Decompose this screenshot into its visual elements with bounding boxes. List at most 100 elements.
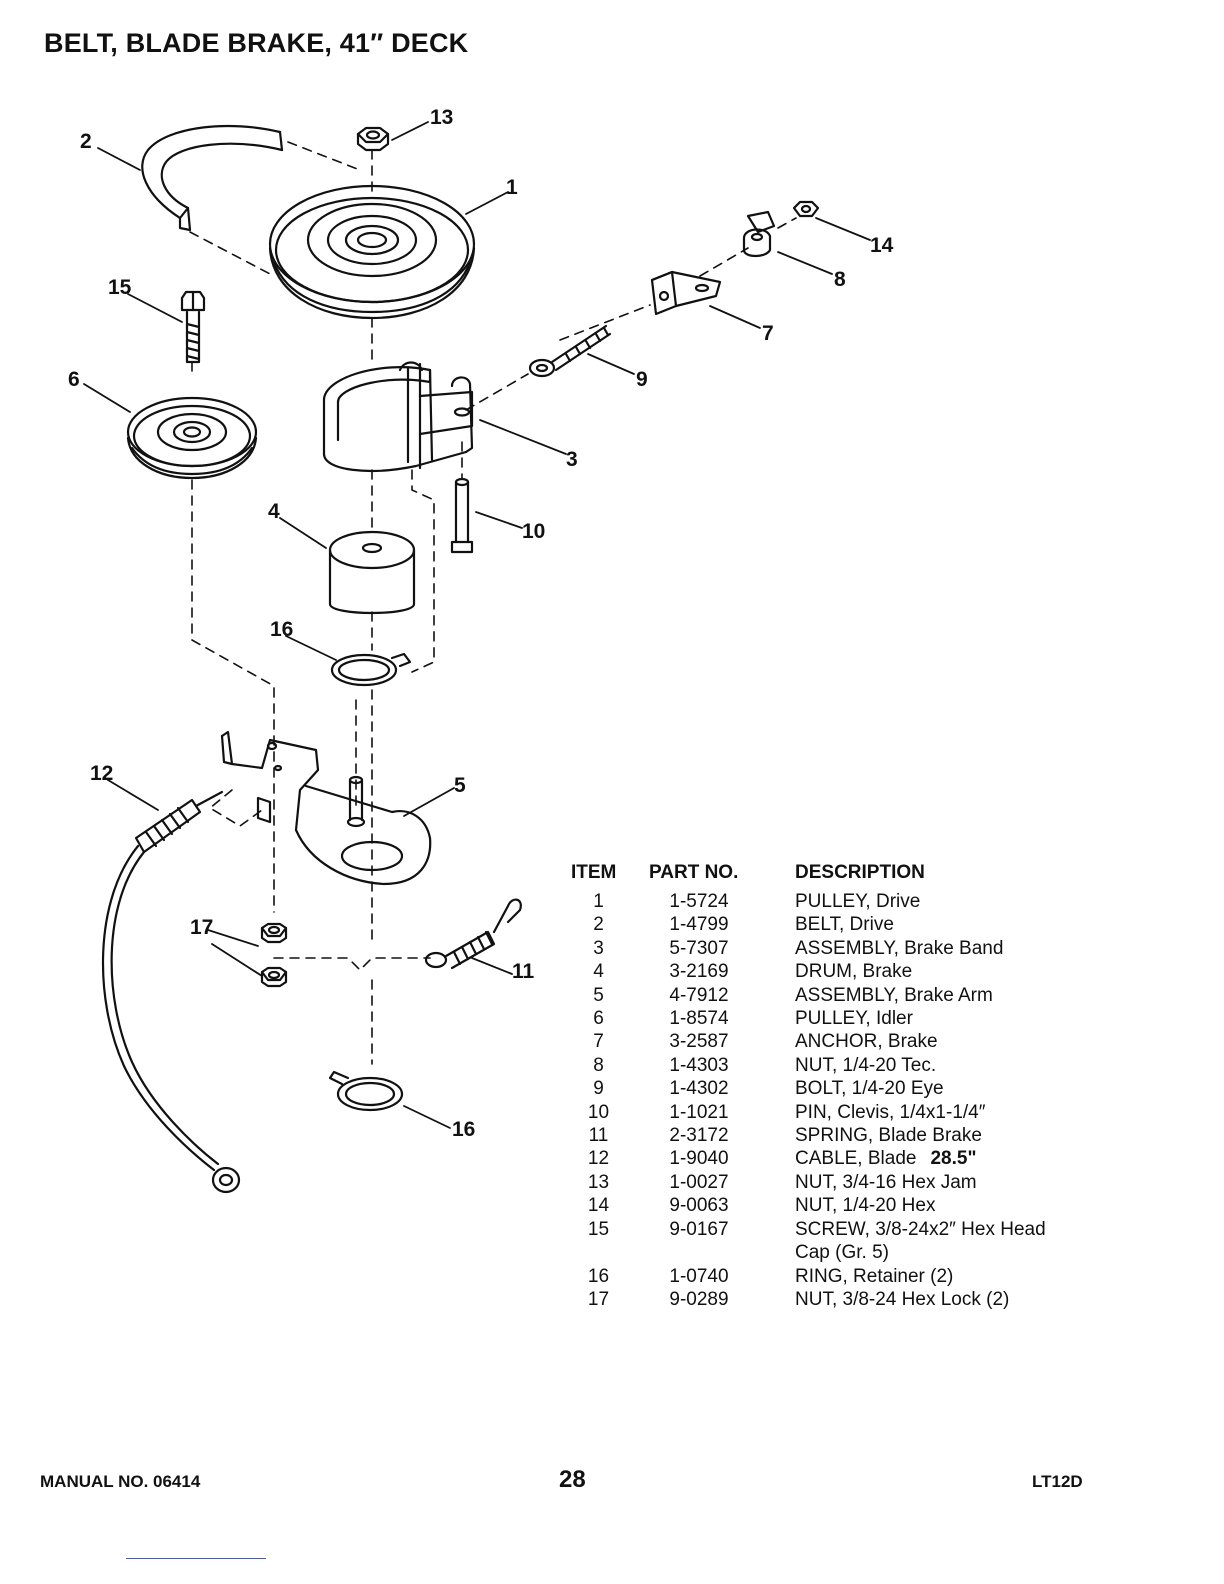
item-cell-text: 3 xyxy=(593,937,604,959)
item-cell-text: 1 xyxy=(593,891,604,912)
description-cell-text: BOLT, 1/4-20 Eye xyxy=(795,1078,944,1100)
table-row: 13 1-0027 NUT, 3/4-16 Hex Jam xyxy=(566,1171,1046,1194)
callout-9: 9 xyxy=(636,368,648,391)
item-cell: 3 xyxy=(566,937,631,960)
header-item: ITEM xyxy=(571,862,617,883)
part-number-cell: 9-0167 xyxy=(631,1218,767,1241)
callout-17: 17 xyxy=(190,916,213,939)
part-number-cell-text: 9-0063 xyxy=(669,1195,729,1217)
description-cell-text: DRUM, Brake xyxy=(795,961,913,983)
table-row: 5 4-7912 ASSEMBLY, Brake Arm xyxy=(566,984,1046,1007)
description-cell: NUT, 3/4-16 Hex Jam xyxy=(767,1171,1046,1194)
part-number-cell: 3-2169 xyxy=(631,960,767,983)
description-cell-text: PULLEY, Idler xyxy=(795,1008,913,1030)
retainer-ring-upper xyxy=(330,652,412,687)
description-cell-text: ASSEMBLY, Brake Arm xyxy=(795,984,993,1006)
blue-underline-mark xyxy=(126,1558,266,1559)
item-cell: 5 xyxy=(566,984,631,1007)
table-row: 15 9-0167 SCREW, 3/8-24x2″ Hex Head xyxy=(566,1218,1046,1241)
part-number-cell-text: 9-0167 xyxy=(669,1218,729,1240)
header-part-no: PART NO. xyxy=(649,862,739,883)
description-cell: ASSEMBLY, Brake Arm xyxy=(767,984,1046,1007)
part-number-cell: 1-0740 xyxy=(631,1265,767,1288)
item-cell-text: 9 xyxy=(593,1078,604,1100)
table-row: 14 9-0063 NUT, 1/4-20 Hex xyxy=(566,1194,1046,1217)
description-cell: PULLEY, Drive xyxy=(767,890,1046,913)
part-number-cell-text: 1-1021 xyxy=(669,1101,729,1123)
callout-5: 5 xyxy=(454,774,466,797)
callout-11: 11 xyxy=(512,960,535,983)
item-cell-text: 14 xyxy=(587,1195,610,1217)
part-number-cell-text: 4-7912 xyxy=(669,984,729,1006)
callout-8: 8 xyxy=(834,268,846,291)
callout-16-upper: 16 xyxy=(270,618,293,641)
description-cell-text: Cap (Gr. 5) xyxy=(795,1242,889,1264)
header-description: DESCRIPTION xyxy=(795,862,925,883)
item-cell-text: 5 xyxy=(593,984,604,1006)
description-cell: PIN, Clevis, 1/4x1-1/4″ xyxy=(767,1101,1046,1124)
part-number-cell-text: 1-9040 xyxy=(669,1148,729,1170)
item-cell: 9 xyxy=(566,1077,631,1100)
part-number-cell xyxy=(631,1241,767,1264)
callout-1: 1 xyxy=(506,176,518,199)
part-number-cell: 9-0063 xyxy=(631,1194,767,1217)
description-cell: Cap (Gr. 5) xyxy=(767,1241,1046,1264)
part-number-cell: 5-7307 xyxy=(631,937,767,960)
item-cell: 12 xyxy=(566,1147,631,1170)
item-cell-text: 7 xyxy=(593,1031,604,1053)
part-number-cell: 1-5724 xyxy=(631,890,767,913)
leader-lines xyxy=(83,121,871,1129)
description-cell: NUT, 1/4-20 Tec. xyxy=(767,1054,1046,1077)
item-cell: 15 xyxy=(566,1218,631,1241)
item-cell: 10 xyxy=(566,1101,631,1124)
part-number-cell: 1-8574 xyxy=(631,1007,767,1030)
item-cell-text: 15 xyxy=(587,1218,610,1240)
model-number: LT12D xyxy=(1032,1472,1083,1491)
clevis-pin xyxy=(450,477,474,554)
hex-head-screw xyxy=(180,290,206,364)
callout-12: 12 xyxy=(90,762,113,785)
description-cell-text: SPRING, Blade Brake xyxy=(795,1125,982,1147)
table-row: 10 1-1021 PIN, Clevis, 1/4x1-1/4″ xyxy=(566,1101,1046,1124)
item-cell-text: 13 xyxy=(587,1171,610,1193)
item-cell-text: 12 xyxy=(587,1148,610,1170)
blade-brake-spring xyxy=(424,898,522,970)
item-cell-text: 17 xyxy=(587,1288,610,1310)
item-cell: 2 xyxy=(566,913,631,936)
part-number-cell-text: 1-0027 xyxy=(669,1171,729,1193)
brake-anchor xyxy=(650,270,722,316)
description-cell: NUT, 1/4-20 Hex xyxy=(767,1194,1046,1217)
item-cell: 16 xyxy=(566,1265,631,1288)
callout-14: 14 xyxy=(870,234,894,257)
item-cell: 4 xyxy=(566,960,631,983)
drive-belt xyxy=(141,124,284,232)
description-cell-text: BELT, Drive xyxy=(795,914,894,936)
item-cell-text: 2 xyxy=(593,914,604,936)
part-number-cell-text: 9-0289 xyxy=(669,1288,729,1310)
description-cell-text: PIN, Clevis, 1/4x1-1/4″ xyxy=(795,1101,986,1123)
part-number-cell: 1-1021 xyxy=(631,1101,767,1124)
callout-13: 13 xyxy=(430,106,453,129)
part-number-cell-text: 3-2169 xyxy=(669,961,729,983)
part-number-cell: 9-0289 xyxy=(631,1288,767,1311)
brake-drum xyxy=(328,530,416,615)
item-cell-text: 16 xyxy=(587,1265,610,1287)
item-cell: 14 xyxy=(566,1194,631,1217)
item-cell-text: 8 xyxy=(593,1054,604,1076)
callout-10: 10 xyxy=(522,520,545,543)
description-cell-text: SCREW, 3/8-24x2″ Hex Head xyxy=(795,1218,1046,1240)
callout-6: 6 xyxy=(68,368,80,391)
table-row: 4 3-2169 DRUM, Brake xyxy=(566,960,1046,983)
description-cell-text: NUT, 1/4-20 Tec. xyxy=(795,1054,937,1076)
description-cell-text: ANCHOR, Brake xyxy=(795,1031,938,1053)
part-number-cell-text: 1-8574 xyxy=(669,1008,729,1030)
item-cell: 11 xyxy=(566,1124,631,1147)
description-cell: RING, Retainer (2) xyxy=(767,1265,1046,1288)
